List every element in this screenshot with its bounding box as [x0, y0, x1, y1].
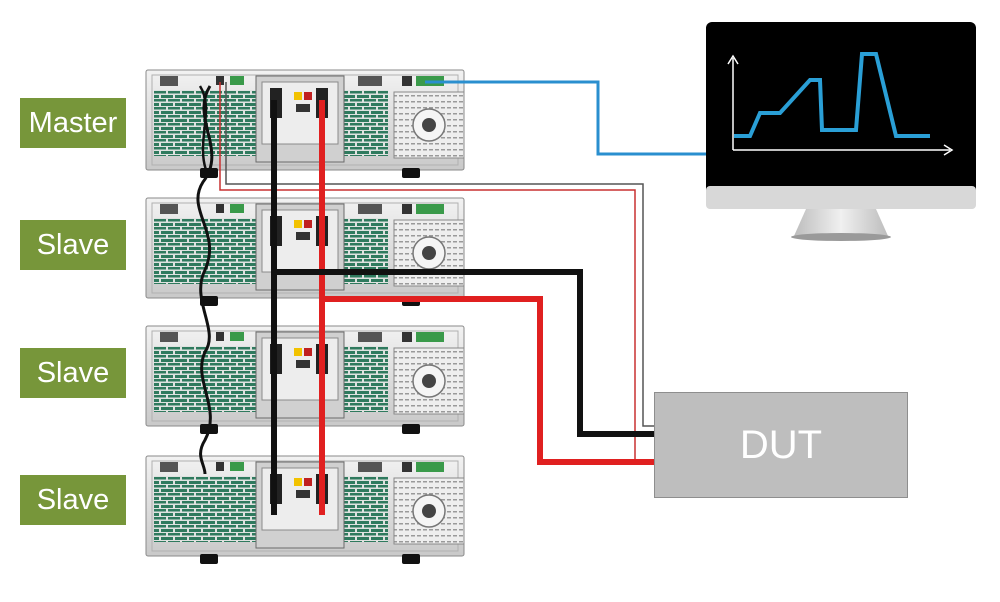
- monitor-icon: [706, 22, 976, 241]
- unit-role-label-slave-1: Slave: [20, 220, 126, 270]
- power-supply-unit-2: [145, 197, 465, 307]
- waveform-icon: [727, 52, 954, 156]
- communication-cable: [425, 80, 706, 156]
- daisy-chain-cable: [196, 85, 214, 475]
- power-supply-stack: [145, 69, 465, 565]
- dut-box: DUT: [654, 392, 908, 498]
- unit-role-label-master: Master: [20, 98, 126, 148]
- sense-wire-negative: [225, 82, 654, 427]
- monitor-screen: [706, 22, 976, 209]
- power-supply-unit-1: [145, 69, 465, 179]
- power-supply-unit-4: [145, 455, 465, 565]
- negative-load-lead: [274, 269, 654, 437]
- daisy-chain-cable-link: [198, 85, 208, 171]
- dut-label: DUT: [739, 422, 823, 467]
- positive-load-lead: [322, 296, 654, 465]
- monitor-chin: [706, 186, 976, 209]
- unit-role-label-slave-2: Slave: [20, 348, 126, 398]
- monitor-base: [791, 233, 891, 241]
- unit-role-label-slave-3: Slave: [20, 475, 126, 525]
- monitor-stand: [794, 209, 888, 236]
- power-supply-unit-3: [145, 325, 465, 435]
